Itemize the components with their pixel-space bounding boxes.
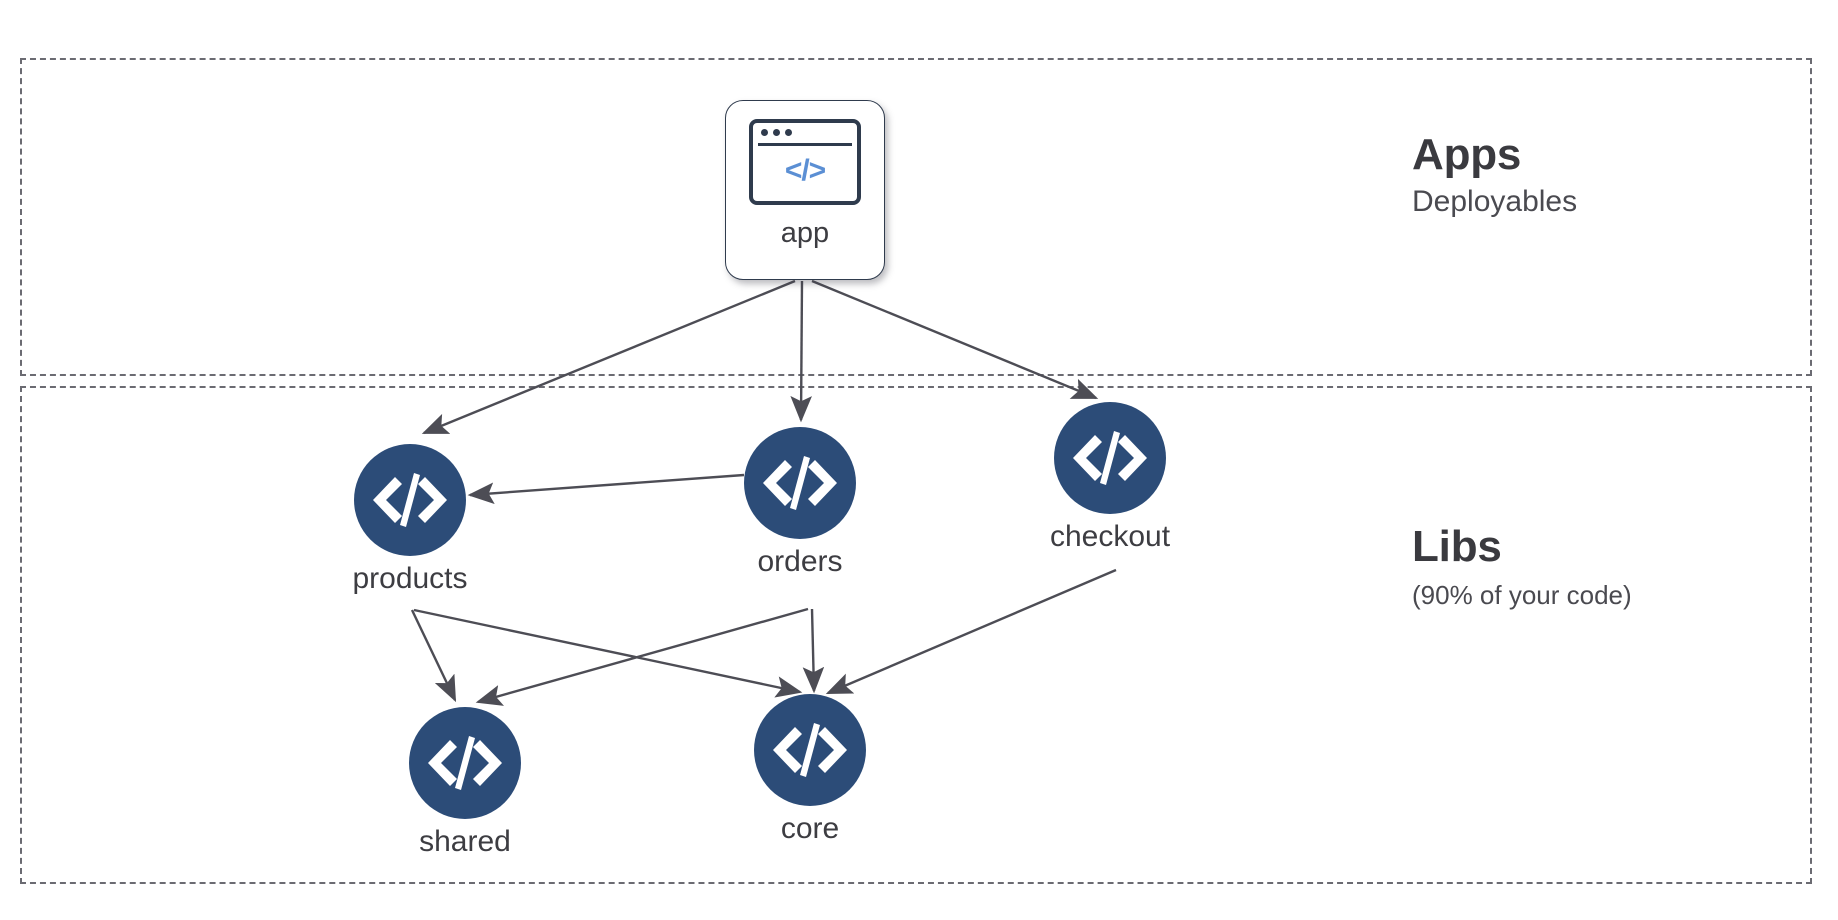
window-dots-icon [761, 129, 792, 136]
zone-libs-subtitle: (90% of your code) [1412, 580, 1632, 611]
node-core-label: core [780, 812, 840, 845]
zone-libs-boundary [20, 386, 1812, 884]
zone-apps-subtitle: Deployables [1412, 185, 1578, 219]
node-app-label: app [780, 217, 830, 249]
node-orders-label: orders [757, 545, 843, 578]
node-app[interactable]: </> app [725, 100, 885, 280]
window-titlebar-divider [758, 143, 852, 146]
code-brackets-icon [744, 427, 856, 539]
code-brackets-icon [409, 707, 521, 819]
browser-code-icon: </> [749, 119, 861, 205]
zone-apps-title: Apps [1412, 130, 1522, 179]
code-brackets-icon [1054, 402, 1166, 514]
code-brackets-icon [754, 694, 866, 806]
zone-libs-title: Libs [1412, 522, 1502, 571]
code-brackets-glyph: </> [784, 154, 826, 187]
code-brackets-icon [354, 444, 466, 556]
zone-apps-legend: Apps Deployables [1412, 130, 1577, 219]
zone-libs-legend: Libs (90% of your code) [1412, 522, 1632, 610]
node-products-label: products [352, 562, 468, 595]
node-checkout-label: checkout [1049, 520, 1171, 553]
node-shared-label: shared [419, 825, 511, 858]
